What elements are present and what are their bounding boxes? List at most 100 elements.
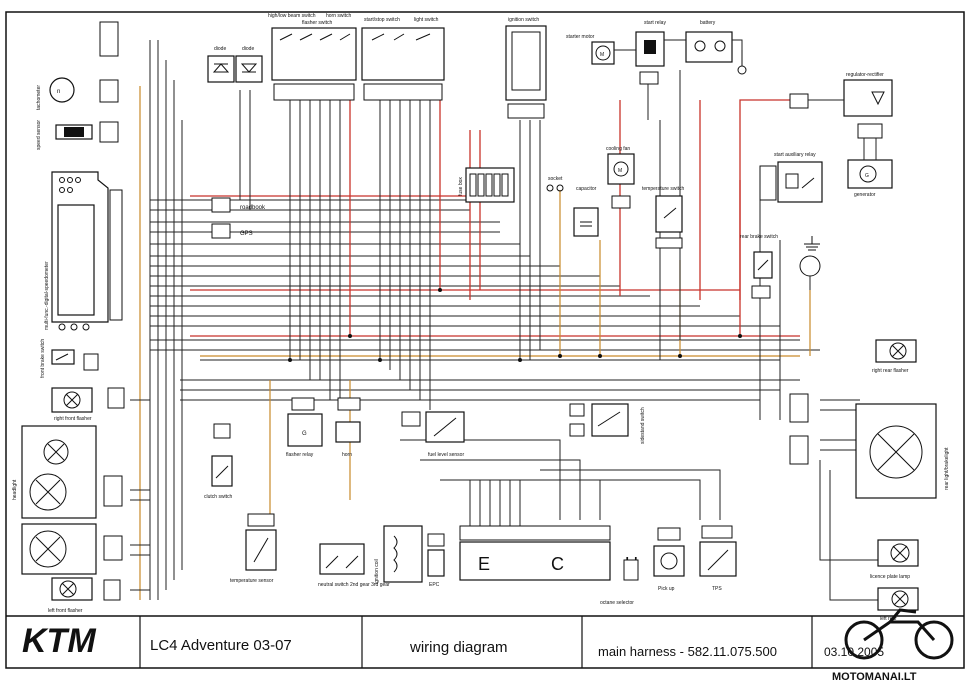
right-front-flasher-label: right front flasher (54, 416, 92, 422)
front-brake-switch: front brake switch (40, 339, 99, 378)
left-front-flasher: left front flasher (48, 577, 121, 614)
temperature-switch-label: temperature switch (642, 186, 684, 192)
speed-sensor: speed sensor (36, 120, 119, 150)
pick-up-label: Pick up (658, 586, 675, 592)
speed-sensor-label: speed sensor (36, 120, 42, 150)
license-plate-lamp-label: licence plate lamp (870, 574, 910, 580)
ignition-switch: ignition switch (505, 17, 547, 119)
epc: EPC (427, 533, 445, 588)
handlebar-connector (99, 21, 119, 57)
watermark-text: MOTOMANAI.LT (832, 671, 917, 683)
horn: horn (335, 397, 361, 458)
regulator-rectifier: regulator-rectifier (789, 72, 893, 139)
start-relay-label: start relay (644, 20, 666, 26)
start-auxiliary-relay-label: start auxiliary relay (774, 152, 816, 158)
fuel-level-sensor: fuel level sensor (401, 411, 465, 458)
start-relay: start relay (635, 20, 666, 85)
octane-selector-label: octane selector (600, 600, 634, 606)
horn-switch-label: horn switch (326, 13, 352, 19)
svg-text:G: G (865, 173, 869, 179)
front-brake-switch-label: front brake switch (40, 339, 46, 378)
socket: socket (546, 176, 564, 192)
pick-up: Pick up (653, 527, 685, 592)
license-plate-lamp: licence plate lamp (870, 539, 919, 580)
flasher-switch-label: flasher switch (302, 20, 333, 26)
tachometer: n tachometer (36, 77, 119, 110)
start-stop-switch-label: start/stop switch (364, 17, 400, 23)
watermark-logo: MOTOMANAI.LT (832, 608, 954, 683)
model-name: LC4 Adventure 03-07 (150, 637, 292, 654)
capacitor-label: capacitor (576, 186, 597, 192)
rear-brake-switch-label: rear brake switch (740, 234, 778, 240)
ecu-label: E C U (478, 554, 666, 574)
starter-motor-label: starter motor (566, 34, 595, 40)
svg-text:G: G (302, 431, 307, 437)
diode-1-label: diode (214, 46, 226, 52)
headlight-label: headlight (12, 479, 18, 500)
speedometer: multi-func.-digital-speedometer (44, 171, 123, 331)
rear-light-label: rear light/brakelight (944, 447, 950, 490)
generator-label: generator (854, 192, 876, 198)
roadbook: roadbook (211, 197, 266, 213)
starter-motor: starter motor M (566, 34, 615, 65)
speedometer-label: multi-func.-digital-speedometer (44, 261, 50, 330)
socket-label: socket (548, 176, 563, 182)
ecu: E C U (459, 525, 666, 581)
octane-selector: octane selector (600, 559, 639, 606)
rear-brake-switch: rear brake switch (740, 234, 778, 299)
left-rear-flasher: left rear (877, 587, 919, 622)
diode-2-label: diode (242, 46, 254, 52)
temperature-sensor: temperature sensor (230, 513, 277, 584)
left-front-flasher-label: left front flasher (48, 608, 83, 614)
right-rear-flasher: right rear flasher (872, 339, 917, 374)
svg-text:n: n (57, 89, 60, 95)
temperature-switch: temperature switch (642, 186, 684, 249)
high-beam-lamp (21, 523, 123, 575)
flasher-relay: G flasher relay (286, 397, 323, 458)
ignition-switch-label: ignition switch (508, 17, 539, 23)
sidestand-switch: sidestand switch (569, 403, 646, 444)
wire-bundle (130, 40, 880, 601)
cooling-fan-label: cooling fan (606, 146, 630, 152)
tps: TPS (699, 525, 737, 592)
start-auxiliary-relay: start auxiliary relay (759, 152, 823, 203)
harness-number: main harness - 582.11.075.500 (598, 644, 777, 659)
ignition-coil: ignition coil (374, 525, 423, 584)
fuel-level-sensor-label: fuel level sensor (428, 452, 464, 458)
epc-label: EPC (429, 582, 440, 588)
handlebar-switch-right: start/stop switch light switch (361, 17, 445, 101)
ground-symbol (799, 236, 821, 290)
fuse-box-label: fuse box (458, 177, 464, 196)
clutch-switch: clutch switch (204, 423, 233, 500)
headlight: headlight (12, 425, 123, 519)
diode-2: diode (235, 46, 263, 83)
handlebar-switch-left: high/low beam switch horn switch flasher… (268, 13, 357, 101)
diagram-border (5, 11, 965, 669)
neutral-switch-label: neutral switch 2nd gear 3rd gear (318, 582, 390, 588)
battery: battery (685, 20, 747, 75)
high-low-beam-label: high/low beam switch (268, 13, 316, 19)
ignition-coil-label: ignition coil (374, 559, 380, 584)
gps-label: GPS (240, 231, 253, 237)
tps-label: TPS (712, 586, 722, 592)
ktm-logo: KTM (22, 622, 96, 660)
battery-label: battery (700, 20, 716, 26)
temperature-sensor-label: temperature sensor (230, 578, 274, 584)
cooling-fan: cooling fan M (606, 146, 635, 209)
diode-1: diode (207, 46, 235, 83)
generator: G generator (847, 138, 893, 198)
capacitor: capacitor (573, 186, 599, 237)
regulator-rectifier-label: regulator-rectifier (846, 72, 884, 78)
gps: GPS (211, 223, 253, 239)
roadbook-label: roadbook (240, 205, 266, 211)
sidestand-switch-label: sidestand switch (640, 407, 646, 444)
rear-light: rear light/brakelight (789, 393, 950, 499)
svg-text:M: M (618, 168, 622, 174)
document-type: wiring diagram (409, 639, 508, 656)
clutch-switch-label: clutch switch (204, 494, 233, 500)
flasher-relay-label: flasher relay (286, 452, 314, 458)
right-rear-flasher-label: right rear flasher (872, 368, 909, 374)
tachometer-label: tachometer (36, 85, 42, 110)
